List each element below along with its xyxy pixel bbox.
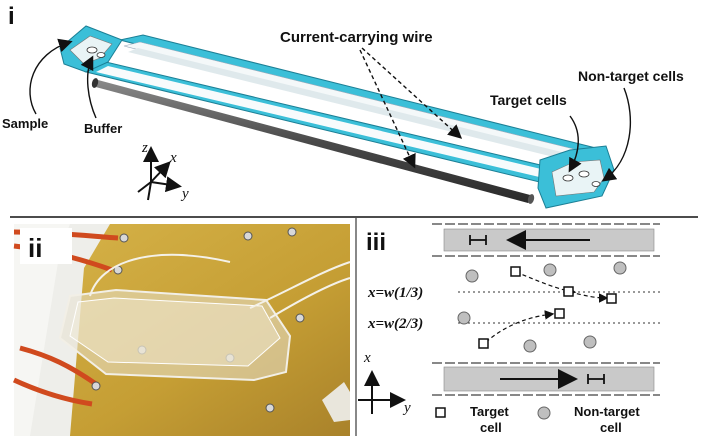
axis-z-label: z: [141, 140, 148, 156]
sample-label: Sample: [2, 116, 48, 131]
nontarget-cells-label: Non-target cells: [578, 68, 684, 84]
wire-arrow-2: [359, 49, 416, 169]
current-carrying-wire: [91, 78, 535, 204]
wire-label: Current-carrying wire: [280, 29, 433, 46]
axis-x-label-iii: x: [363, 350, 371, 366]
target-cell-trajectories: [485, 271, 609, 343]
line-label-2: x=w(2/3): [367, 316, 423, 332]
legend-target-icon: [435, 407, 446, 418]
axes-xy: x y: [358, 350, 411, 416]
legend-target-line1: Target: [470, 404, 509, 419]
panel-iii-label: iii: [366, 229, 386, 256]
sample-arrow: [29, 38, 73, 115]
panel-i: i Cu: [2, 3, 684, 209]
axis-y-label-iii: y: [402, 400, 411, 416]
wire-arrow-1: [361, 47, 463, 139]
panel-ii-photo: ii: [12, 224, 351, 436]
panel-i-label: i: [8, 3, 15, 30]
legend: Target cell Non-target cell: [435, 404, 640, 435]
nontarget-cells-arrow: [601, 87, 632, 182]
microfluidic-device: [59, 25, 615, 209]
nontarget-cells: [457, 261, 627, 353]
buffer-arrow: [80, 55, 97, 119]
legend-target-line2: cell: [480, 420, 502, 435]
axes-xyz: z x y: [137, 140, 189, 202]
line-label-1: x=w(1/3): [367, 285, 423, 301]
target-cells: [478, 266, 617, 349]
buffer-label: Buffer: [84, 121, 122, 136]
bottom-wire-band: [432, 362, 660, 396]
target-cells-label: Target cells: [490, 92, 567, 108]
panel-iii: iii x=w(1/3) x=w(2/3): [358, 223, 660, 435]
legend-nontarget-line1: Non-target: [574, 404, 640, 419]
top-wire-band: [432, 223, 660, 257]
panel-ii-label: ii: [28, 233, 42, 263]
axis-y-label: y: [180, 186, 189, 202]
axis-x-label: x: [169, 150, 177, 166]
legend-nontarget-icon: [537, 406, 551, 420]
legend-nontarget-line2: cell: [600, 420, 622, 435]
target-cells-arrow: [568, 115, 582, 173]
